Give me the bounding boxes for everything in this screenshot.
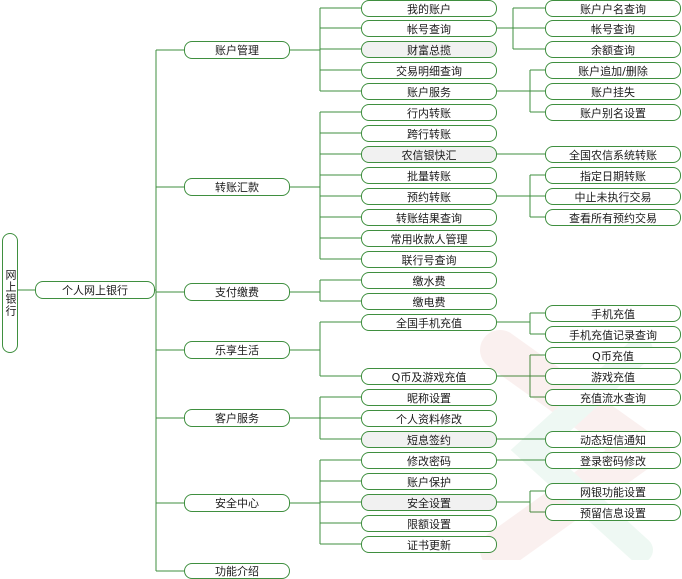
item-bank-code-query: 联行号查询 bbox=[361, 251, 497, 268]
item-nickname-settings: 昵称设置 bbox=[361, 389, 497, 406]
item-security-settings: 安全设置 bbox=[361, 494, 497, 511]
category-customer-service: 客户服务 bbox=[184, 409, 290, 427]
item-sms-signup: 短息签约 bbox=[361, 431, 497, 448]
item-interbank-transfer: 跨行转账 bbox=[361, 125, 497, 142]
category-account-management: 账户管理 bbox=[184, 41, 290, 59]
sub-mobile-topup: 手机充值 bbox=[545, 305, 681, 322]
sub-dated-transfer: 指定日期转账 bbox=[545, 167, 681, 184]
sub-account-add-delete: 账户追加/删除 bbox=[545, 62, 681, 79]
item-wealth-overview: 财富总揽 bbox=[361, 41, 497, 58]
sub-mobile-topup-history: 手机充值记录查询 bbox=[545, 326, 681, 343]
item-batch-transfer: 批量转账 bbox=[361, 167, 497, 184]
item-nongxin-express: 农信银快汇 bbox=[361, 146, 497, 163]
sub-topup-records: 充值流水查询 bbox=[545, 389, 681, 406]
item-qcoin-game-topup: Q币及游戏充值 bbox=[361, 368, 497, 385]
sub-account-name-query: 账户户名查询 bbox=[545, 0, 681, 17]
item-certificate-update: 证书更新 bbox=[361, 536, 497, 553]
item-transaction-details: 交易明细查询 bbox=[361, 62, 497, 79]
sub-login-password: 登录密码修改 bbox=[545, 452, 681, 469]
item-payee-management: 常用收款人管理 bbox=[361, 230, 497, 247]
item-account-protection: 账户保护 bbox=[361, 473, 497, 490]
category-payment: 支付缴费 bbox=[184, 283, 290, 301]
item-scheduled-transfer: 预约转账 bbox=[361, 188, 497, 205]
item-water-fee: 缴水费 bbox=[361, 272, 497, 289]
sub-ebank-function-settings: 网银功能设置 bbox=[545, 483, 681, 500]
item-electricity-fee: 缴电费 bbox=[361, 293, 497, 310]
sub-view-scheduled: 查看所有预约交易 bbox=[545, 209, 681, 226]
sub-national-nongxin-transfer: 全国农信系统转账 bbox=[545, 146, 681, 163]
sub-account-number-query: 帐号查询 bbox=[545, 20, 681, 37]
main-node: 个人网上银行 bbox=[35, 281, 155, 299]
item-limit-settings: 限额设置 bbox=[361, 515, 497, 532]
sub-balance-query: 余额查询 bbox=[545, 41, 681, 58]
item-profile-edit: 个人资料修改 bbox=[361, 410, 497, 427]
item-mobile-topup: 全国手机充值 bbox=[361, 314, 497, 331]
item-transfer-result-query: 转账结果查询 bbox=[361, 209, 497, 226]
category-lifestyle: 乐享生活 bbox=[184, 341, 290, 359]
item-account-query: 帐号查询 bbox=[361, 20, 497, 37]
category-features: 功能介绍 bbox=[184, 563, 290, 579]
root-node: 网上银行 bbox=[2, 233, 18, 353]
category-security-center: 安全中心 bbox=[184, 494, 290, 512]
item-internal-transfer: 行内转账 bbox=[361, 104, 497, 121]
sub-dynamic-sms: 动态短信通知 bbox=[545, 431, 681, 448]
item-my-account: 我的账户 bbox=[361, 0, 497, 17]
item-change-password: 修改密码 bbox=[361, 452, 497, 469]
sub-account-loss-report: 账户挂失 bbox=[545, 83, 681, 100]
sub-reserved-info-settings: 预留信息设置 bbox=[545, 504, 681, 521]
sub-cancel-pending: 中止未执行交易 bbox=[545, 188, 681, 205]
sub-qcoin-topup: Q币充值 bbox=[545, 347, 681, 364]
sub-game-topup: 游戏充值 bbox=[545, 368, 681, 385]
category-transfer: 转账汇款 bbox=[184, 178, 290, 196]
item-account-service: 账户服务 bbox=[361, 83, 497, 100]
sub-account-alias: 账户别名设置 bbox=[545, 104, 681, 121]
